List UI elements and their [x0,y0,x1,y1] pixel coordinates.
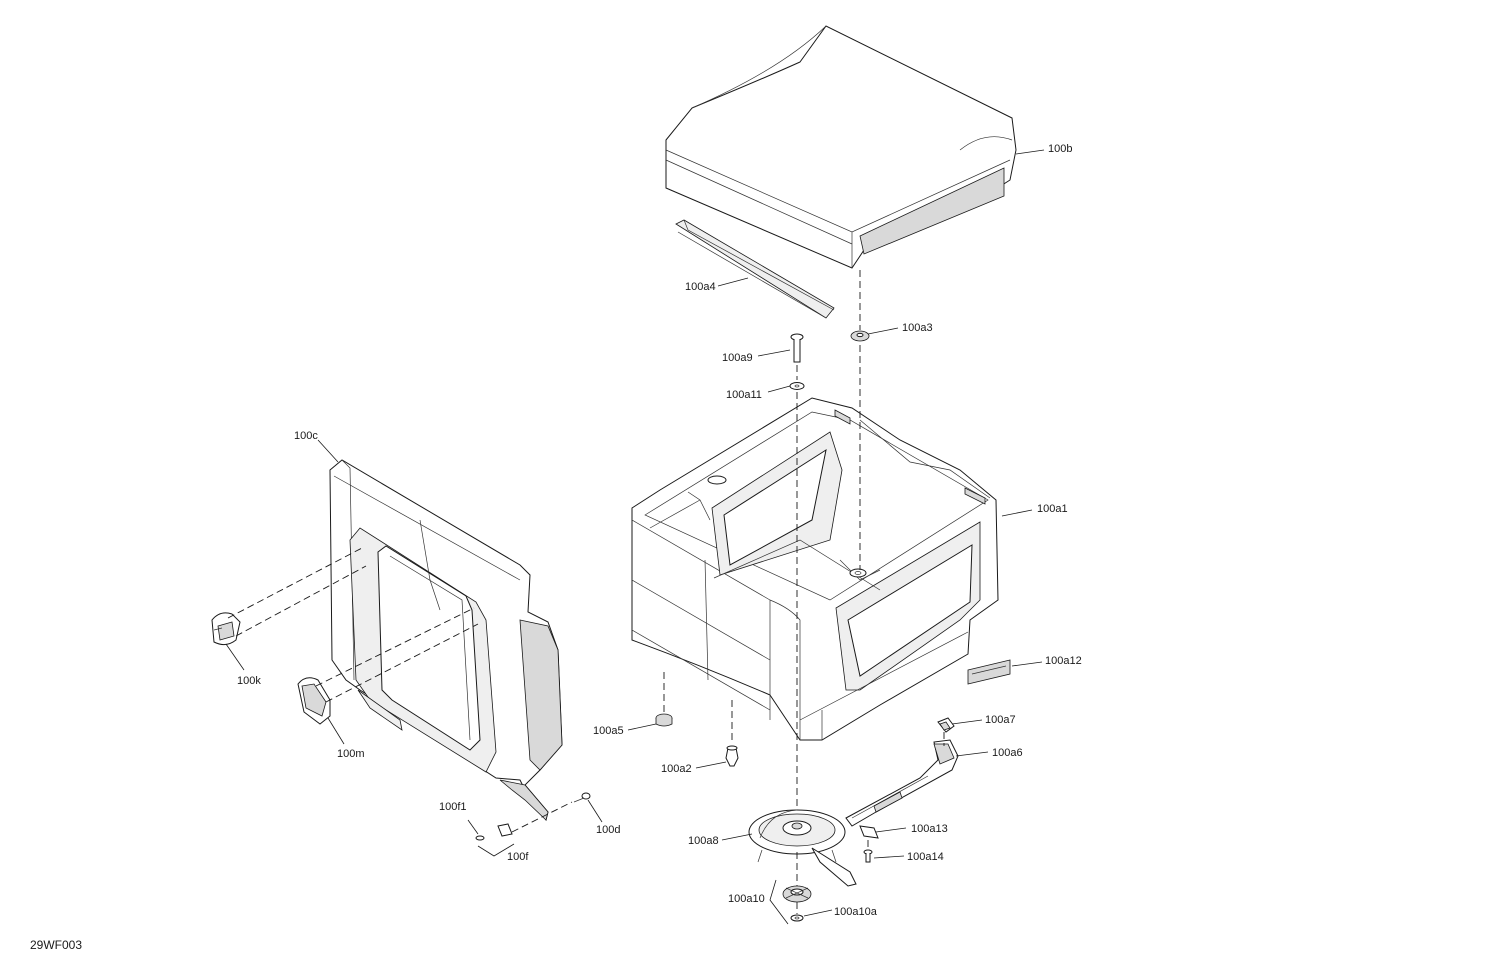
callout-100a4: 100a4 [685,281,716,293]
callout-100f1: 100f1 [439,801,467,813]
callout-100a5: 100a5 [593,725,624,737]
lever-arm-part [845,739,959,827]
callout-100a13: 100a13 [911,823,948,835]
grommet-part [850,330,870,342]
callout-100a6: 100a6 [992,747,1023,759]
bolt-part [475,835,485,841]
callout-100f: 100f [507,851,529,863]
clip-part [937,717,955,733]
callout-100a14: 100a14 [907,851,944,863]
rotary-latch-part [748,809,857,887]
callout-100a3: 100a3 [902,322,933,334]
callout-100a1: 100a1 [1037,503,1068,515]
screw-small-part [863,849,873,863]
callout-100m: 100m [337,748,365,760]
storage-box-part [631,397,999,741]
callout-100k: 100k [237,675,261,687]
rubber-foot-part [655,713,673,727]
callout-100a8: 100a8 [688,835,719,847]
callout-100c: 100c [294,430,318,442]
leader-lines [225,149,1045,925]
screw-part [790,333,804,363]
assembly-lines [227,270,945,914]
drawing-code: 29WF003 [30,938,82,952]
nut-part [497,823,513,837]
callout-100a2: 100a2 [661,763,692,775]
gear-washer-part [790,914,804,922]
callout-100a10a: 100a10a [834,906,878,918]
gear-part [782,885,812,903]
callout-100a9: 100a9 [722,352,753,364]
callout-100a10: 100a10 [728,893,765,905]
knob-part [211,612,241,646]
callout-100a7: 100a7 [985,714,1016,726]
callout-100d: 100d [596,824,620,836]
bracket-part [859,825,879,839]
seat-strip-part [675,219,835,319]
callout-100a11: 100a11 [726,389,762,401]
screw-100d-part [573,792,591,803]
push-rivet-part [725,745,739,767]
washer-part [789,382,805,390]
callout-100b: 100b [1048,143,1072,155]
seat-cushion-part [665,25,1017,269]
callout-100a12: 100a12 [1045,655,1082,667]
handle-part [297,677,331,725]
label-plate-part [967,659,1011,685]
